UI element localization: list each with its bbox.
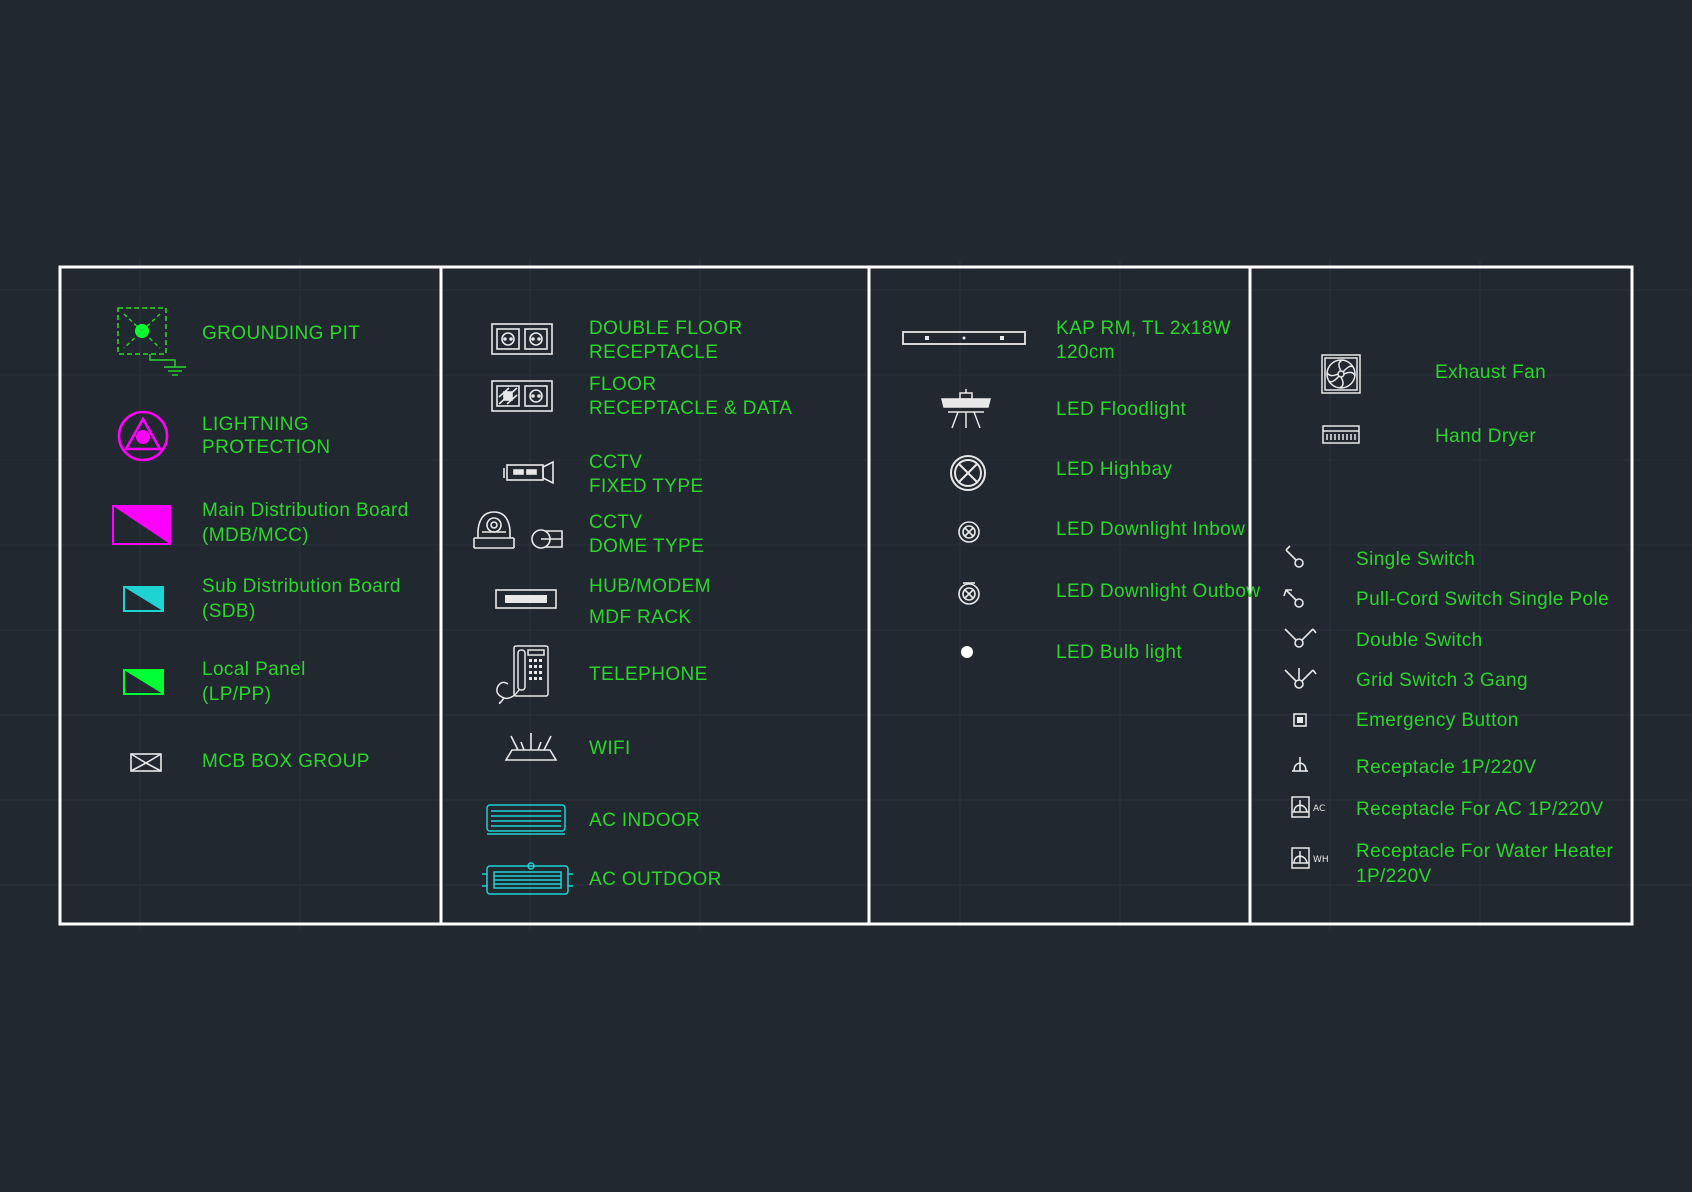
- column-4: Exhaust Fan Hand Dryer Single Switch Pul…: [1283, 354, 1613, 887]
- legend-label: Emergency Button: [1356, 710, 1519, 731]
- legend-label: RECEPTACLE: [589, 342, 718, 363]
- legend-label: Grid Switch 3 Gang: [1356, 670, 1528, 691]
- legend-label: AC INDOOR: [589, 810, 700, 831]
- legend-label: Main Distribution Board: [202, 500, 409, 521]
- legend-frame: [58, 265, 1634, 926]
- legend-label: LED Downlight Outbow: [1056, 581, 1260, 602]
- double-switch-icon: [1284, 628, 1317, 648]
- legend-label: FLOOR: [589, 374, 656, 395]
- legend-label: LED Bulb light: [1056, 642, 1182, 663]
- cctv-dome-icon: [473, 511, 563, 549]
- column-1: GROUNDING PIT LIGHTNING PROTECTION Main …: [112, 307, 409, 772]
- legend-label: Receptacle 1P/220V: [1356, 757, 1536, 778]
- hand-dryer-icon: [1322, 425, 1360, 444]
- legend-label: MCB BOX GROUP: [202, 751, 370, 772]
- telephone-icon: [496, 645, 549, 705]
- grounding-pit-icon: [117, 307, 186, 376]
- legend-label: 1P/220V: [1356, 866, 1432, 887]
- legend-label: FIXED TYPE: [589, 476, 704, 497]
- legend-label: KAP RM, TL 2x18W: [1056, 318, 1231, 339]
- legend-label: RECEPTACLE & DATA: [589, 398, 792, 419]
- legend-label: LIGHTNING: [202, 414, 309, 435]
- legend-label: MDF RACK: [589, 607, 691, 628]
- receptacle-icon: [1292, 757, 1308, 772]
- floor-receptacle-data-icon: [491, 380, 553, 412]
- legend-label: 120cm: [1056, 342, 1115, 363]
- local-panel-icon: [123, 669, 164, 695]
- legend-label: CCTV: [589, 512, 642, 533]
- legend-label: TELEPHONE: [589, 664, 708, 685]
- ac-indoor-icon: [486, 804, 566, 835]
- column-2: DOUBLE FLOOR RECEPTACLE FLOOR RECEPTACLE…: [473, 318, 792, 895]
- legend-label: Local Panel: [202, 659, 306, 680]
- exhaust-fan-icon: [1321, 354, 1361, 394]
- sub-distribution-board-icon: [123, 586, 164, 612]
- legend-label: LED Highbay: [1056, 459, 1172, 480]
- pull-cord-switch-icon: [1283, 589, 1304, 608]
- legend-label: Double Switch: [1356, 630, 1483, 651]
- legend-label: Receptacle For AC 1P/220V: [1356, 799, 1604, 820]
- emergency-button-icon: [1293, 713, 1307, 727]
- legend-label: Pull-Cord Switch Single Pole: [1356, 589, 1609, 610]
- legend-label: AC OUTDOOR: [589, 869, 722, 890]
- legend-label: Sub Distribution Board: [202, 576, 401, 597]
- legend-label: Receptacle For Water Heater: [1356, 841, 1613, 862]
- legend-label: DOUBLE FLOOR: [589, 318, 743, 339]
- mcb-box-group-icon: [130, 753, 162, 772]
- led-bulb-icon: [961, 646, 973, 658]
- receptacle-wh-icon: WH: [1291, 847, 1329, 869]
- legend-label: HUB/MODEM: [589, 576, 711, 597]
- legend-label: PROTECTION: [202, 437, 331, 458]
- legend-label: CCTV: [589, 452, 642, 473]
- receptacle-ac-icon: AC: [1291, 796, 1325, 818]
- hub-modem-icon: [495, 589, 557, 609]
- legend-label: (MDB/MCC): [202, 525, 309, 546]
- legend-label: LED Downlight Inbow: [1056, 519, 1245, 540]
- legend-label: DOME TYPE: [589, 536, 704, 557]
- cctv-fixed-icon: [503, 460, 554, 485]
- tl-lamp-icon: [902, 331, 1026, 345]
- led-floodlight-icon: [941, 389, 991, 429]
- legend-label: Hand Dryer: [1435, 426, 1536, 447]
- led-downlight-inbow-icon: [958, 521, 980, 543]
- column-3: KAP RM, TL 2x18W 120cm LED Floodlight LE…: [902, 318, 1260, 663]
- grid-switch-icon: [1284, 668, 1317, 689]
- led-downlight-outbow-icon: [958, 582, 980, 605]
- receptacle-wh-tag: WH: [1313, 855, 1329, 865]
- led-highbay-icon: [950, 455, 986, 491]
- main-distribution-board-icon: [112, 505, 171, 545]
- wifi-icon: [504, 733, 558, 761]
- legend-label: (SDB): [202, 601, 256, 622]
- single-switch-icon: [1285, 545, 1304, 568]
- double-floor-receptacle-icon: [491, 323, 553, 355]
- background-grid: [0, 260, 1692, 930]
- receptacle-ac-tag: AC: [1313, 804, 1325, 814]
- legend-label: Single Switch: [1356, 549, 1475, 570]
- legend-label: Exhaust Fan: [1435, 362, 1546, 383]
- ac-outdoor-icon: [482, 862, 573, 895]
- legend-label: LED Floodlight: [1056, 399, 1187, 420]
- lightning-protection-icon: [117, 410, 169, 462]
- legend-label: (LP/PP): [202, 684, 271, 705]
- legend-label: WIFI: [589, 738, 631, 759]
- legend-label: GROUNDING PIT: [202, 323, 360, 344]
